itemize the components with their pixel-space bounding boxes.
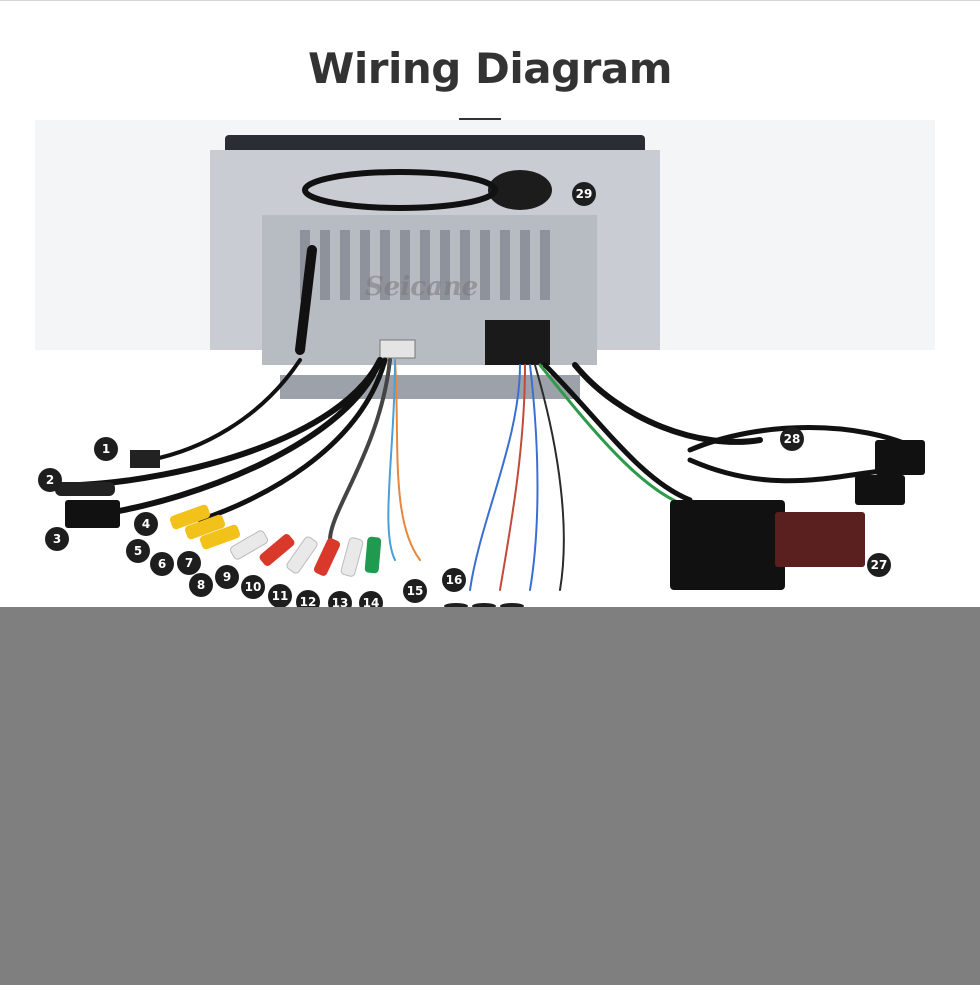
usb-pair-upper [875, 440, 925, 475]
gps-antenna [488, 170, 552, 210]
chassis-vents [280, 230, 580, 399]
car-harness-plug [670, 500, 785, 590]
callout-6: 6 [150, 552, 174, 576]
title-underline [459, 118, 501, 121]
head-unit-photo [35, 120, 935, 591]
callout-27: 27 [867, 553, 891, 577]
callout-10: 10 [241, 575, 265, 599]
usb-connector [65, 500, 120, 528]
canbus-box [775, 512, 865, 567]
wifi-antenna [295, 245, 317, 355]
usb-pair-lower [855, 475, 905, 505]
seicane-watermark: Seicane [365, 272, 479, 302]
callout-1: 1 [94, 437, 118, 461]
callout-7: 7 [177, 551, 201, 575]
occluding-gray-panel [0, 607, 980, 985]
gps-cable-coil [302, 169, 498, 211]
callout-5: 5 [126, 539, 150, 563]
callout-3: 3 [45, 527, 69, 551]
callout-29: 29 [572, 182, 596, 206]
rca-plugs [169, 504, 382, 577]
callout-8: 8 [189, 573, 213, 597]
callout-9: 9 [215, 565, 239, 589]
small-connector [379, 339, 416, 359]
wire-bundles [77, 357, 923, 591]
callout-4: 4 [134, 512, 158, 536]
main-harness-socket [485, 320, 550, 365]
callout-11: 11 [268, 584, 292, 608]
callout-2: 2 [38, 468, 62, 492]
callout-28: 28 [780, 427, 804, 451]
top-divider [0, 0, 980, 1]
aux-connector [55, 482, 115, 496]
callout-15: 15 [403, 579, 427, 603]
page-title: Wiring Diagram [308, 44, 672, 93]
callout-16: 16 [442, 568, 466, 592]
wifi-pigtail-connector [130, 450, 160, 468]
